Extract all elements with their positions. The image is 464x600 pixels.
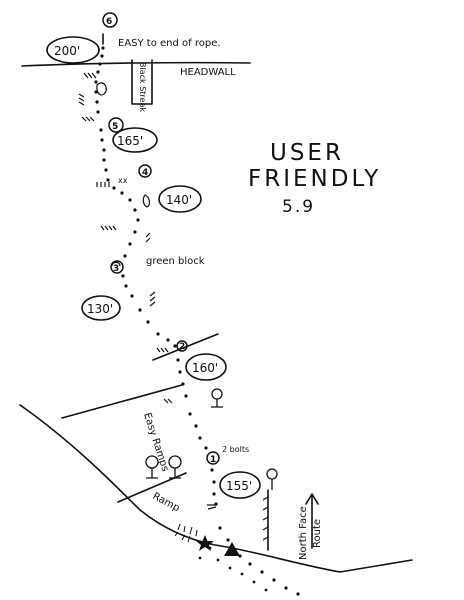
north-face-label: North Face — [298, 506, 309, 560]
black-streak-outline — [131, 59, 153, 105]
belay-4-marker — [138, 164, 152, 178]
hatch-marks — [78, 72, 269, 541]
pitch-200-oval — [46, 36, 100, 64]
headwall-label: HEADWALL — [180, 67, 236, 78]
tree-icon — [145, 455, 159, 479]
bolts-label: xx — [118, 176, 128, 185]
top-note: EASY to end of rope. — [118, 38, 221, 49]
pitch-130-label: 130' — [87, 302, 113, 316]
belay-3-marker — [110, 260, 124, 274]
pitch-165-oval — [112, 127, 158, 153]
pitch-140-oval — [158, 185, 202, 213]
black-streak-label: Black Streak — [138, 62, 147, 112]
belay-6-marker — [102, 12, 118, 28]
route-label: Route — [312, 519, 323, 548]
base-slope-line — [19, 404, 413, 573]
ledge-line — [61, 384, 183, 419]
route-name-line2: FRIENDLY — [248, 166, 381, 192]
base-brush-texture — [174, 523, 198, 543]
ledge-line — [152, 333, 219, 361]
pitch-140-label: 140' — [166, 193, 192, 207]
belay-4-label: 4 — [142, 168, 148, 178]
tree-icon — [266, 468, 278, 490]
pitch-160-label: 160' — [192, 361, 218, 375]
north-face-arrow — [305, 493, 319, 549]
pitch-155-label: 155' — [226, 479, 252, 493]
bush-icon — [96, 82, 107, 96]
start-star-icon — [196, 535, 214, 551]
easy-ramps-label: Easy Ramps — [141, 412, 170, 473]
belay-2-marker — [176, 340, 188, 352]
base-camp-icon — [224, 542, 240, 556]
pitch-160-oval — [185, 353, 227, 381]
belay-2-label: 2 — [179, 342, 185, 352]
pitch-155-oval — [219, 471, 261, 499]
route-grade: 5.9 — [282, 197, 315, 217]
tree-icon — [168, 455, 182, 479]
route-name-line1: USER — [270, 140, 344, 166]
belay-6-label: 6 — [106, 17, 112, 27]
bolts-count-label: 2 bolts — [222, 445, 249, 454]
green-block-label: green block — [146, 256, 205, 267]
headwall-line — [21, 61, 251, 67]
tree-icon — [211, 388, 223, 408]
belay-3-label: 3 — [113, 264, 119, 274]
pitch-130-oval — [81, 295, 121, 321]
belay-5-label: 5 — [112, 122, 118, 132]
ramp-label: Ramp — [151, 491, 182, 514]
belay-1-marker — [206, 451, 220, 465]
small-overhang — [111, 261, 121, 267]
pitch-200-label: 200' — [54, 44, 80, 58]
belay-1-label: 1 — [210, 455, 216, 465]
pitch-165-label: 165' — [117, 134, 143, 148]
bush-icon — [142, 194, 151, 208]
anchor-tick — [207, 504, 217, 510]
belay-5-marker — [108, 117, 124, 133]
